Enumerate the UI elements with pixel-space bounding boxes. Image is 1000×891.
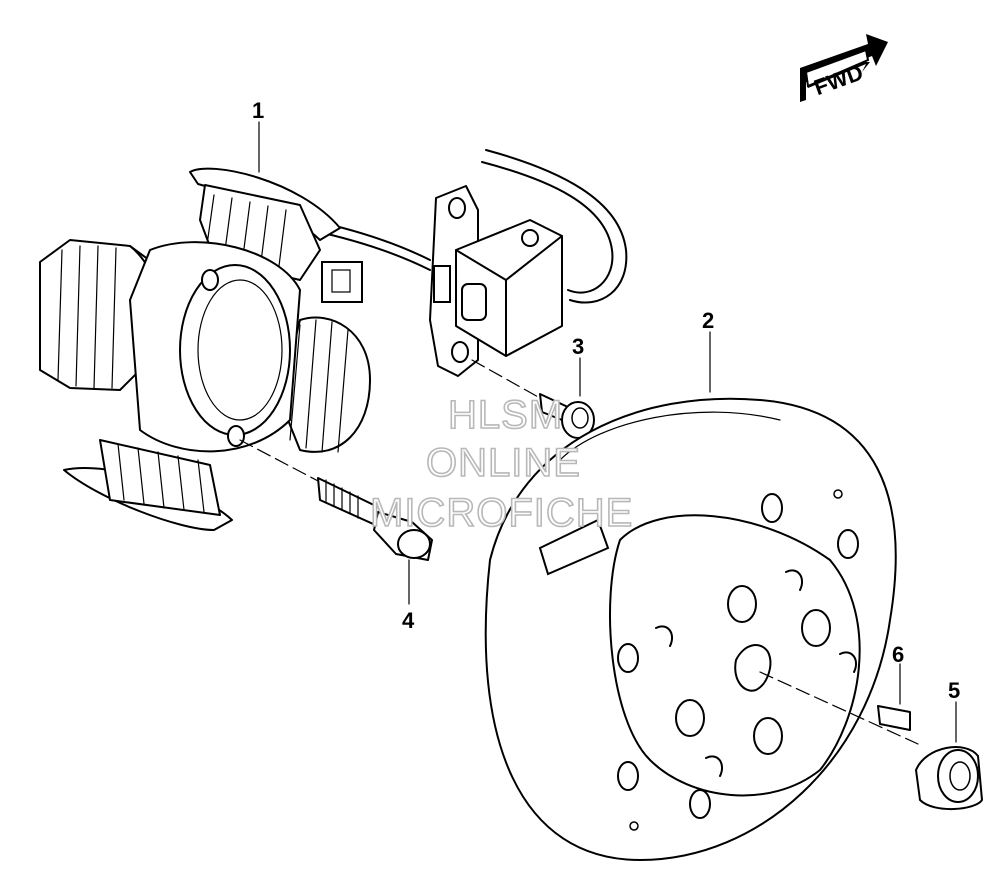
watermark-line-1: HLSM [448,393,563,437]
stator-bolt [239,439,433,561]
stator-assembly [39,167,431,531]
pickup-coil [429,149,628,377]
callout-6: 6 [892,642,904,667]
callout-4: 4 [402,608,415,633]
fwd-arrow-icon: FWD [800,34,888,102]
pickup-screw [471,359,595,439]
callout-5: 5 [948,678,960,703]
callout-leaders [258,121,957,743]
watermark-line-3: MICROFICHE [370,491,633,535]
watermark: HLSM ONLINE MICROFICHE [369,392,633,536]
woodruff-key [759,671,919,745]
callout-2: 2 [702,308,714,333]
flywheel-rotor [484,397,897,861]
callout-3: 3 [572,334,584,359]
flywheel-nut [915,746,983,811]
callout-1: 1 [252,98,264,123]
watermark-line-2: ONLINE [426,441,581,485]
